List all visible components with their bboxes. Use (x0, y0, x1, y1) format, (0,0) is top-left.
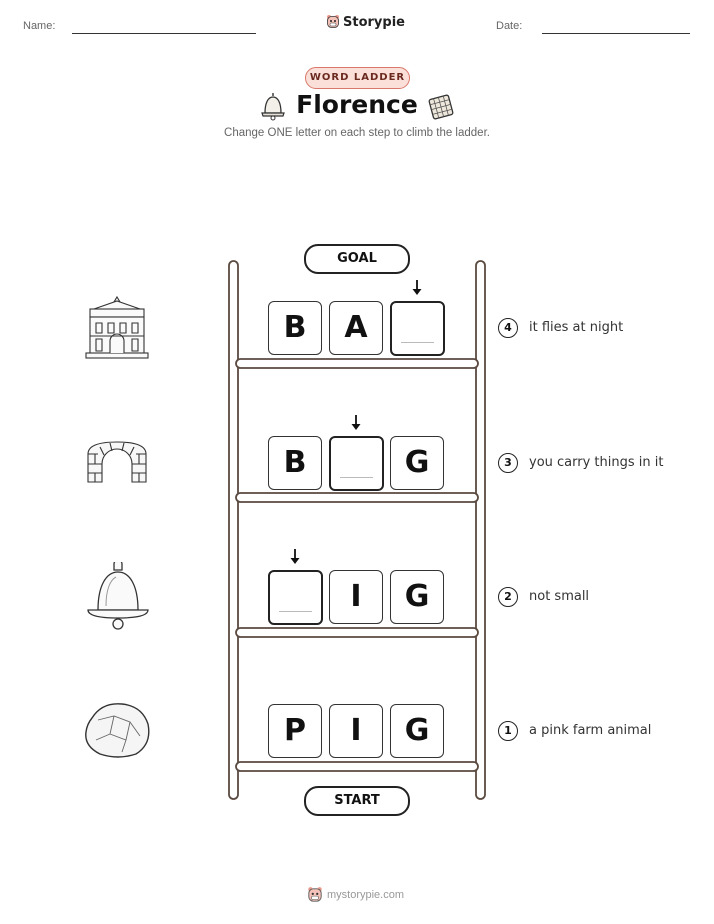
goal-label: GOAL (304, 244, 410, 274)
name-line[interactable] (72, 33, 256, 34)
clue-1: a pink farm animal (529, 723, 652, 738)
storypie-mascot-icon (327, 15, 339, 28)
letter-box-1-1: P (268, 704, 322, 758)
ladder-graphic (228, 260, 486, 800)
letter-box-1-2: I (329, 704, 383, 758)
rock-icon (85, 703, 150, 758)
brand-name: Storypie (343, 14, 405, 30)
step-number-2: 2 (498, 587, 518, 607)
step-number-3: 3 (498, 453, 518, 473)
arrow-down-icon (412, 280, 422, 295)
letter-box-3-3: G (390, 436, 444, 490)
step-number-4: 4 (498, 318, 518, 338)
word-ladder-badge: WORD LADDER (305, 67, 410, 89)
instructions: Change ONE letter on each step to climb … (224, 127, 490, 139)
letter-box-2-3: G (390, 570, 444, 624)
brand-logo: Storypie (326, 14, 405, 30)
letter-box-1-3: G (390, 704, 444, 758)
letter-box-3-1: B (268, 436, 322, 490)
letter-box-2-2: I (329, 570, 383, 624)
blank-letter-input-4[interactable] (390, 301, 445, 356)
clue-4: it flies at night (529, 320, 624, 335)
storypie-mascot-icon (308, 887, 322, 902)
start-label: START (304, 786, 410, 816)
clue-2: not small (529, 589, 590, 604)
bell-icon (261, 93, 285, 121)
step-number-1: 1 (498, 721, 518, 741)
palace-icon (85, 295, 149, 359)
arrow-down-icon (351, 415, 361, 430)
arrow-down-icon (290, 549, 300, 564)
stone-arch-icon (87, 441, 147, 483)
page-title: Florence (296, 90, 418, 119)
bell-icon (87, 562, 149, 630)
date-label: Date: (496, 20, 523, 32)
blank-letter-input-3[interactable] (329, 436, 384, 491)
date-line[interactable] (542, 33, 690, 34)
letter-box-4-1: B (268, 301, 322, 355)
blank-letter-input-2[interactable] (268, 570, 323, 625)
clue-3: you carry things in it (529, 455, 664, 470)
name-label: Name: (23, 20, 56, 32)
footer-url[interactable]: mystorypie.com (327, 889, 405, 901)
letter-box-4-2: A (329, 301, 383, 355)
waffle-icon (428, 94, 454, 120)
footer: mystorypie.com (307, 886, 404, 904)
